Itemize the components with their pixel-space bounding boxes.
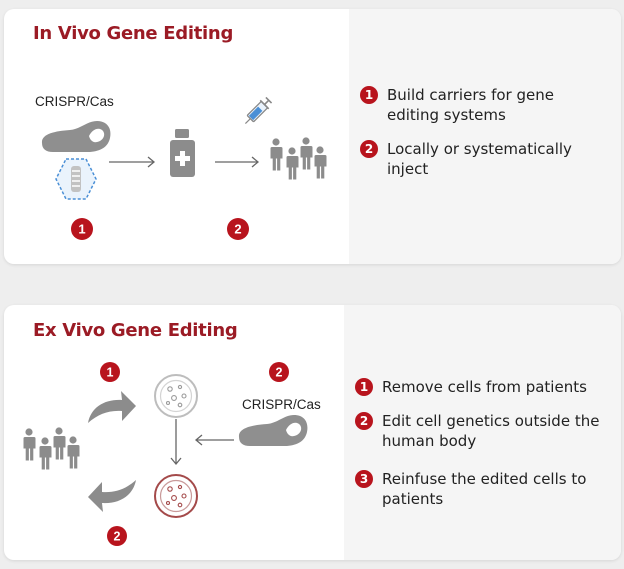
card-title: In Vivo Gene Editing	[33, 23, 234, 44]
card-title: Ex Vivo Gene Editing	[33, 320, 238, 341]
edited-petri-dish-icon	[154, 474, 198, 518]
svg-text:2: 2	[234, 222, 241, 237]
crispr-cas-label: CRISPR/Cas	[242, 397, 321, 412]
step-number-badge: 1	[360, 86, 378, 104]
ex-vivo-steps-list: 1 Remove cells from patients 2 Edit cell…	[355, 377, 610, 523]
step-text: Remove cells from patients	[382, 378, 587, 396]
ex-vivo-card: Ex Vivo Gene Editing 1 2 CRISPR/Cas	[4, 305, 621, 560]
step-badge-2: 2	[269, 362, 289, 382]
steps-panel	[349, 9, 621, 264]
step-text: Build carriers for gene editing systems	[387, 86, 554, 124]
svg-text:2: 2	[276, 366, 283, 380]
arrow-right-icon	[215, 156, 260, 168]
crispr-cas-label: CRISPR/Cas	[35, 94, 114, 109]
list-item: 2 Locally or systematically inject	[360, 139, 610, 179]
list-item: 3 Reinfuse the edited cells to patients	[355, 469, 610, 509]
crispr-cas-protein-icon	[41, 121, 111, 152]
in-vivo-card: In Vivo Gene Editing CRISPR/Cas	[4, 9, 621, 264]
step-text: Edit cell genetics outside the human bod…	[382, 412, 600, 450]
petri-dish-icon	[154, 374, 198, 418]
step-text: Reinfuse the edited cells to patients	[382, 470, 587, 508]
svg-text:2: 2	[114, 530, 121, 544]
list-item: 2 Edit cell genetics outside the human b…	[355, 411, 610, 451]
curved-arrow-icon	[88, 391, 136, 423]
list-item: 1 Build carriers for gene editing system…	[360, 85, 610, 125]
step-badge-1: 1	[100, 362, 120, 382]
step-number-badge: 2	[355, 412, 373, 430]
step-number-badge: 3	[355, 470, 373, 488]
step-badge-2: 2	[227, 218, 249, 240]
step-badge-2: 2	[107, 526, 127, 546]
syringe-icon	[244, 96, 273, 125]
svg-text:1: 1	[78, 222, 85, 237]
in-vivo-diagram: CRISPR/Cas	[35, 94, 327, 240]
step-number-badge: 1	[355, 378, 373, 396]
svg-text:1: 1	[107, 366, 114, 380]
dna-capsule-icon	[55, 158, 97, 200]
crispr-cas-protein-icon	[238, 415, 308, 446]
arrow-left-icon	[194, 434, 234, 446]
arrow-right-icon	[109, 156, 156, 168]
steps-panel	[344, 305, 621, 560]
people-group-icon	[23, 427, 80, 470]
step-number-badge: 2	[360, 140, 378, 158]
in-vivo-steps-list: 1 Build carriers for gene editing system…	[360, 85, 610, 193]
curved-arrow-icon	[88, 480, 136, 512]
step-text: Locally or systematically inject	[387, 140, 572, 178]
step-badge-1: 1	[71, 218, 93, 240]
list-item: 1 Remove cells from patients	[355, 377, 610, 397]
medicine-bottle-icon	[170, 129, 195, 177]
people-group-icon	[270, 137, 327, 180]
ex-vivo-diagram: 1 2 CRISPR/Cas	[23, 362, 321, 546]
arrow-down-icon	[170, 419, 182, 466]
